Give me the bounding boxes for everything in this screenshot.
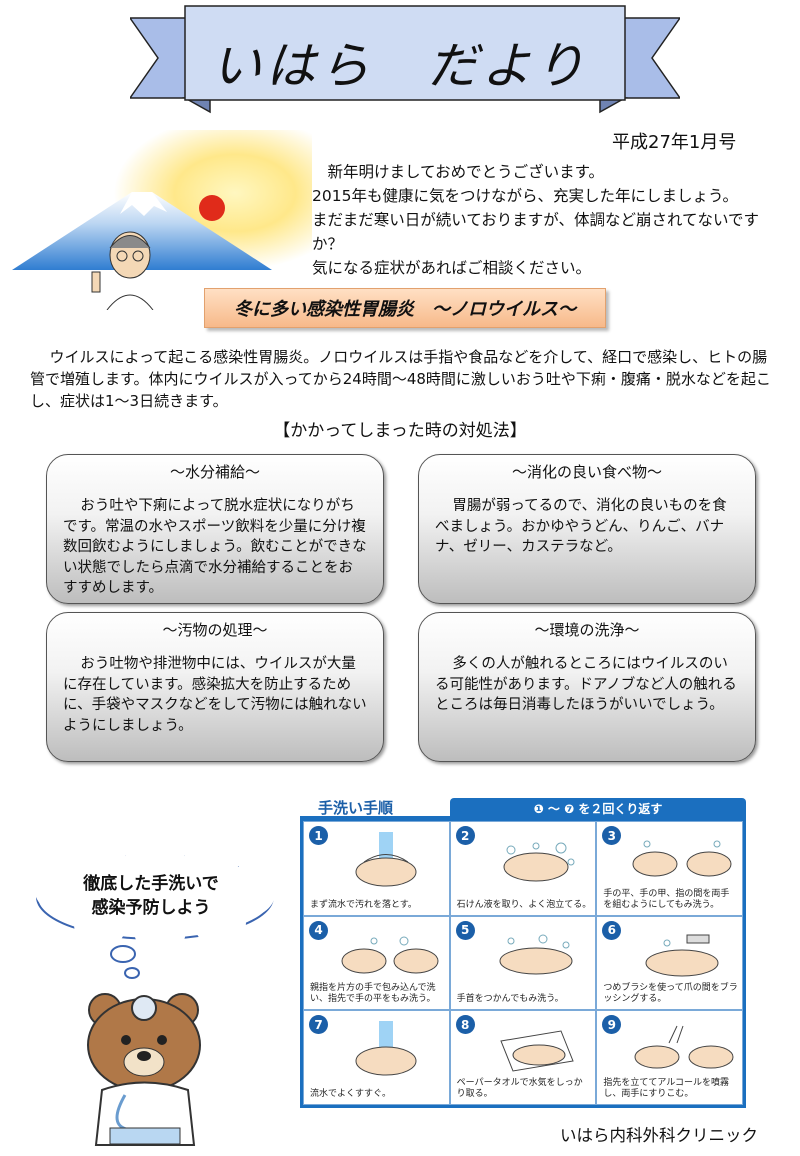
handwash-slogan: 徹底した手洗いで 感染予防しよう (46, 872, 256, 920)
step-number: 3 (602, 826, 622, 845)
step-number: 9 (602, 1015, 622, 1035)
title-banner (130, 5, 680, 114)
step-caption: 石けん液を取り、よく泡立てる。 (456, 899, 592, 910)
step-number: 4 (309, 920, 328, 940)
info-box-hydration: ～水分補給～ おう吐や下痢によって脱水症状になりがちです。常温の水やスポーツ飲料… (46, 454, 384, 604)
wrist-washing-icon (499, 934, 573, 975)
handwash-step: 9 指先を立ててアルコールを噴霧し、両手にすりこむ。 (596, 1010, 743, 1105)
step-number: 6 (602, 920, 622, 940)
handwash-step: 1 まず流水で汚れを落とす。 (303, 821, 450, 916)
rinsing-hands-icon (355, 1021, 417, 1076)
info-box-cleaning: ～環境の洗浄～ 多くの人が触れるところにはウイルスのいる可能性があります。ドアノ… (418, 612, 756, 762)
handwash-step: 6 つめブラシを使って爪の間をブラッシングする。 (596, 915, 743, 1011)
clinic-name: いはら内科外科クリニック (560, 1126, 758, 1145)
handwash-step: 4 親指を片方の手で包み込んで洗い、指先で手の平をもみ洗う。 (303, 915, 450, 1011)
speech-cloud (34, 842, 276, 979)
step-caption: ペーパータオルで水気をしっかり取る。 (456, 1077, 583, 1099)
slogan-line: 感染予防しよう (91, 898, 211, 918)
lathering-hands-icon (503, 842, 575, 882)
info-box-waste: ～汚物の処理～ おう吐物や排泄物中には、ウイルスが大量に存在しています。感染拡大… (46, 612, 384, 762)
step-caption: 流水でよくすすぐ。 (310, 1088, 392, 1099)
handwash-step: 5 手首をつかんでもみ洗う。 (449, 915, 597, 1011)
topic-title: 冬に多い感染性胃腸炎 ～ノロウイルス～ (204, 288, 606, 328)
box-body: 胃腸が弱ってるので、消化の良いものを食べましょう。おかゆやうどん、りんご、バナナ… (435, 498, 727, 555)
rinsing-hands-icon (355, 832, 417, 887)
handwash-step: 8 ペーパータオルで水気をしっかり取る。 (449, 1010, 597, 1105)
mount-fuji-sunrise-illustration (12, 130, 312, 310)
step-caption: まず流水で汚れを落とす。 (310, 899, 417, 910)
step-number: 5 (455, 920, 475, 940)
box-title: ～環境の洗浄～ (534, 621, 640, 639)
box-title: ～汚物の処理～ (162, 621, 268, 639)
greeting-line: 気になる症状があればご相談ください。 (312, 259, 592, 277)
intro-paragraph: ウイルスによって起こる感染性胃腸炎。ノロウイルスは手指や食品などを介して、経口で… (30, 348, 771, 410)
countermeasure-heading: 【かかってしまった時の対処法】 (273, 421, 527, 441)
greeting-line: 2015年も健康に気をつけながら、充実した年にしましょう。 (312, 187, 739, 205)
bear-doctor-mascot (87, 993, 201, 1146)
greeting-line: 新年明けましておめでとうございます。 (312, 163, 605, 181)
box-body: 多くの人が触れるところにはウイルスのいる可能性があります。ドアノブなど人の触れる… (435, 656, 737, 713)
box-body: おう吐物や排泄物中には、ウイルスが大量に存在しています。感染拡大を防止するために… (63, 656, 367, 734)
box-title: ～水分補給～ (169, 463, 260, 481)
slogan-line: 徹底した手洗いで (83, 874, 219, 894)
handwash-step: 2 石けん液を取り、よく泡立てる。 (449, 821, 597, 916)
step-number: 8 (455, 1015, 475, 1035)
step-caption: 手の平、手の甲、指の間を両手を組むようにしてもみ洗う。 (603, 888, 730, 910)
greeting-text: 新年明けましておめでとうございます。 2015年も健康に気をつけながら、充実した… (312, 160, 782, 280)
handwash-repeat-note: ❶ ～ ❼ を２回くり返す (450, 798, 746, 818)
step-caption: 親指を片方の手で包み込んで洗い、指先で手の平をもみ洗う。 (310, 983, 436, 1005)
handwash-step: 7 流水でよくすすぐ。 (303, 1010, 450, 1105)
doctor-icon (91, 231, 154, 310)
handwash-step: 3 手の平、手の甲、指の間を両手を組むようにしてもみ洗う。 (596, 821, 743, 916)
handwash-title: 手洗い手順 (318, 799, 394, 817)
step-caption: 指先を立ててアルコールを噴霧し、両手にすりこむ。 (603, 1077, 730, 1099)
alcohol-spray-icon (634, 1026, 734, 1069)
issue-date: 平成27年1月号 (612, 132, 737, 153)
newsletter-title: いはら だより (211, 37, 589, 95)
box-body: おう吐や下痢によって脱水症状になりがちです。常温の水やスポーツ飲料を少量に分け複… (63, 498, 367, 596)
box-title: ～消化の良い食べ物～ (511, 463, 662, 481)
info-box-food: ～消化の良い食べ物～ 胃腸が弱ってるので、消化の良いものを食べましょう。おかゆや… (418, 454, 756, 604)
greeting-line: まだまだ寒い日が続いておりますが、体調など崩されてないですか？ (312, 211, 760, 253)
paper-towel-icon (499, 1030, 574, 1072)
step-number: 1 (309, 826, 328, 845)
handwash-steps-grid: 1 まず流水で汚れを落とす。 2 石けん液を取り、よく泡立てる。 3 手の平、手… (300, 818, 746, 1108)
thumb-washing-icon (341, 936, 439, 974)
step-number: 7 (309, 1015, 328, 1035)
interlaced-fingers-icon (632, 840, 732, 877)
step-caption: 手首をつかんでもみ洗う。 (456, 994, 564, 1005)
step-number: 2 (455, 826, 475, 845)
nail-brush-icon (645, 934, 719, 977)
step-caption: つめブラシを使って爪の間をブラッシングする。 (603, 983, 738, 1005)
